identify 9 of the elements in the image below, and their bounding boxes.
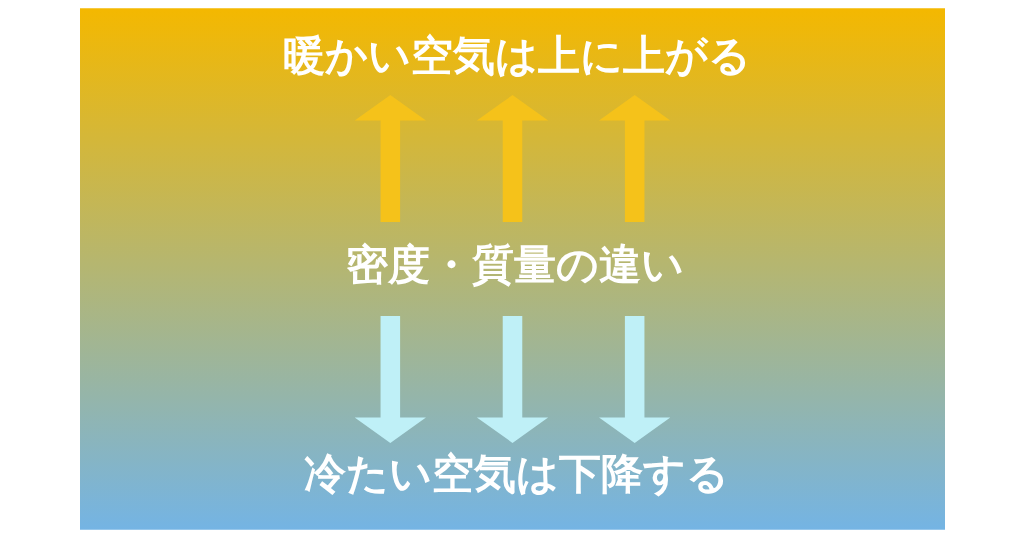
arrow	[354, 95, 426, 222]
arrow	[476, 95, 548, 222]
arrow	[476, 316, 548, 443]
node-text: 冷たい空気は下降する	[303, 448, 729, 498]
arrow	[598, 316, 670, 443]
node-text: 暖かい空気は上に上がる	[282, 31, 751, 81]
node-text: 密度・質量の違い	[345, 240, 684, 290]
arrow	[354, 316, 426, 443]
arrow	[598, 95, 670, 222]
